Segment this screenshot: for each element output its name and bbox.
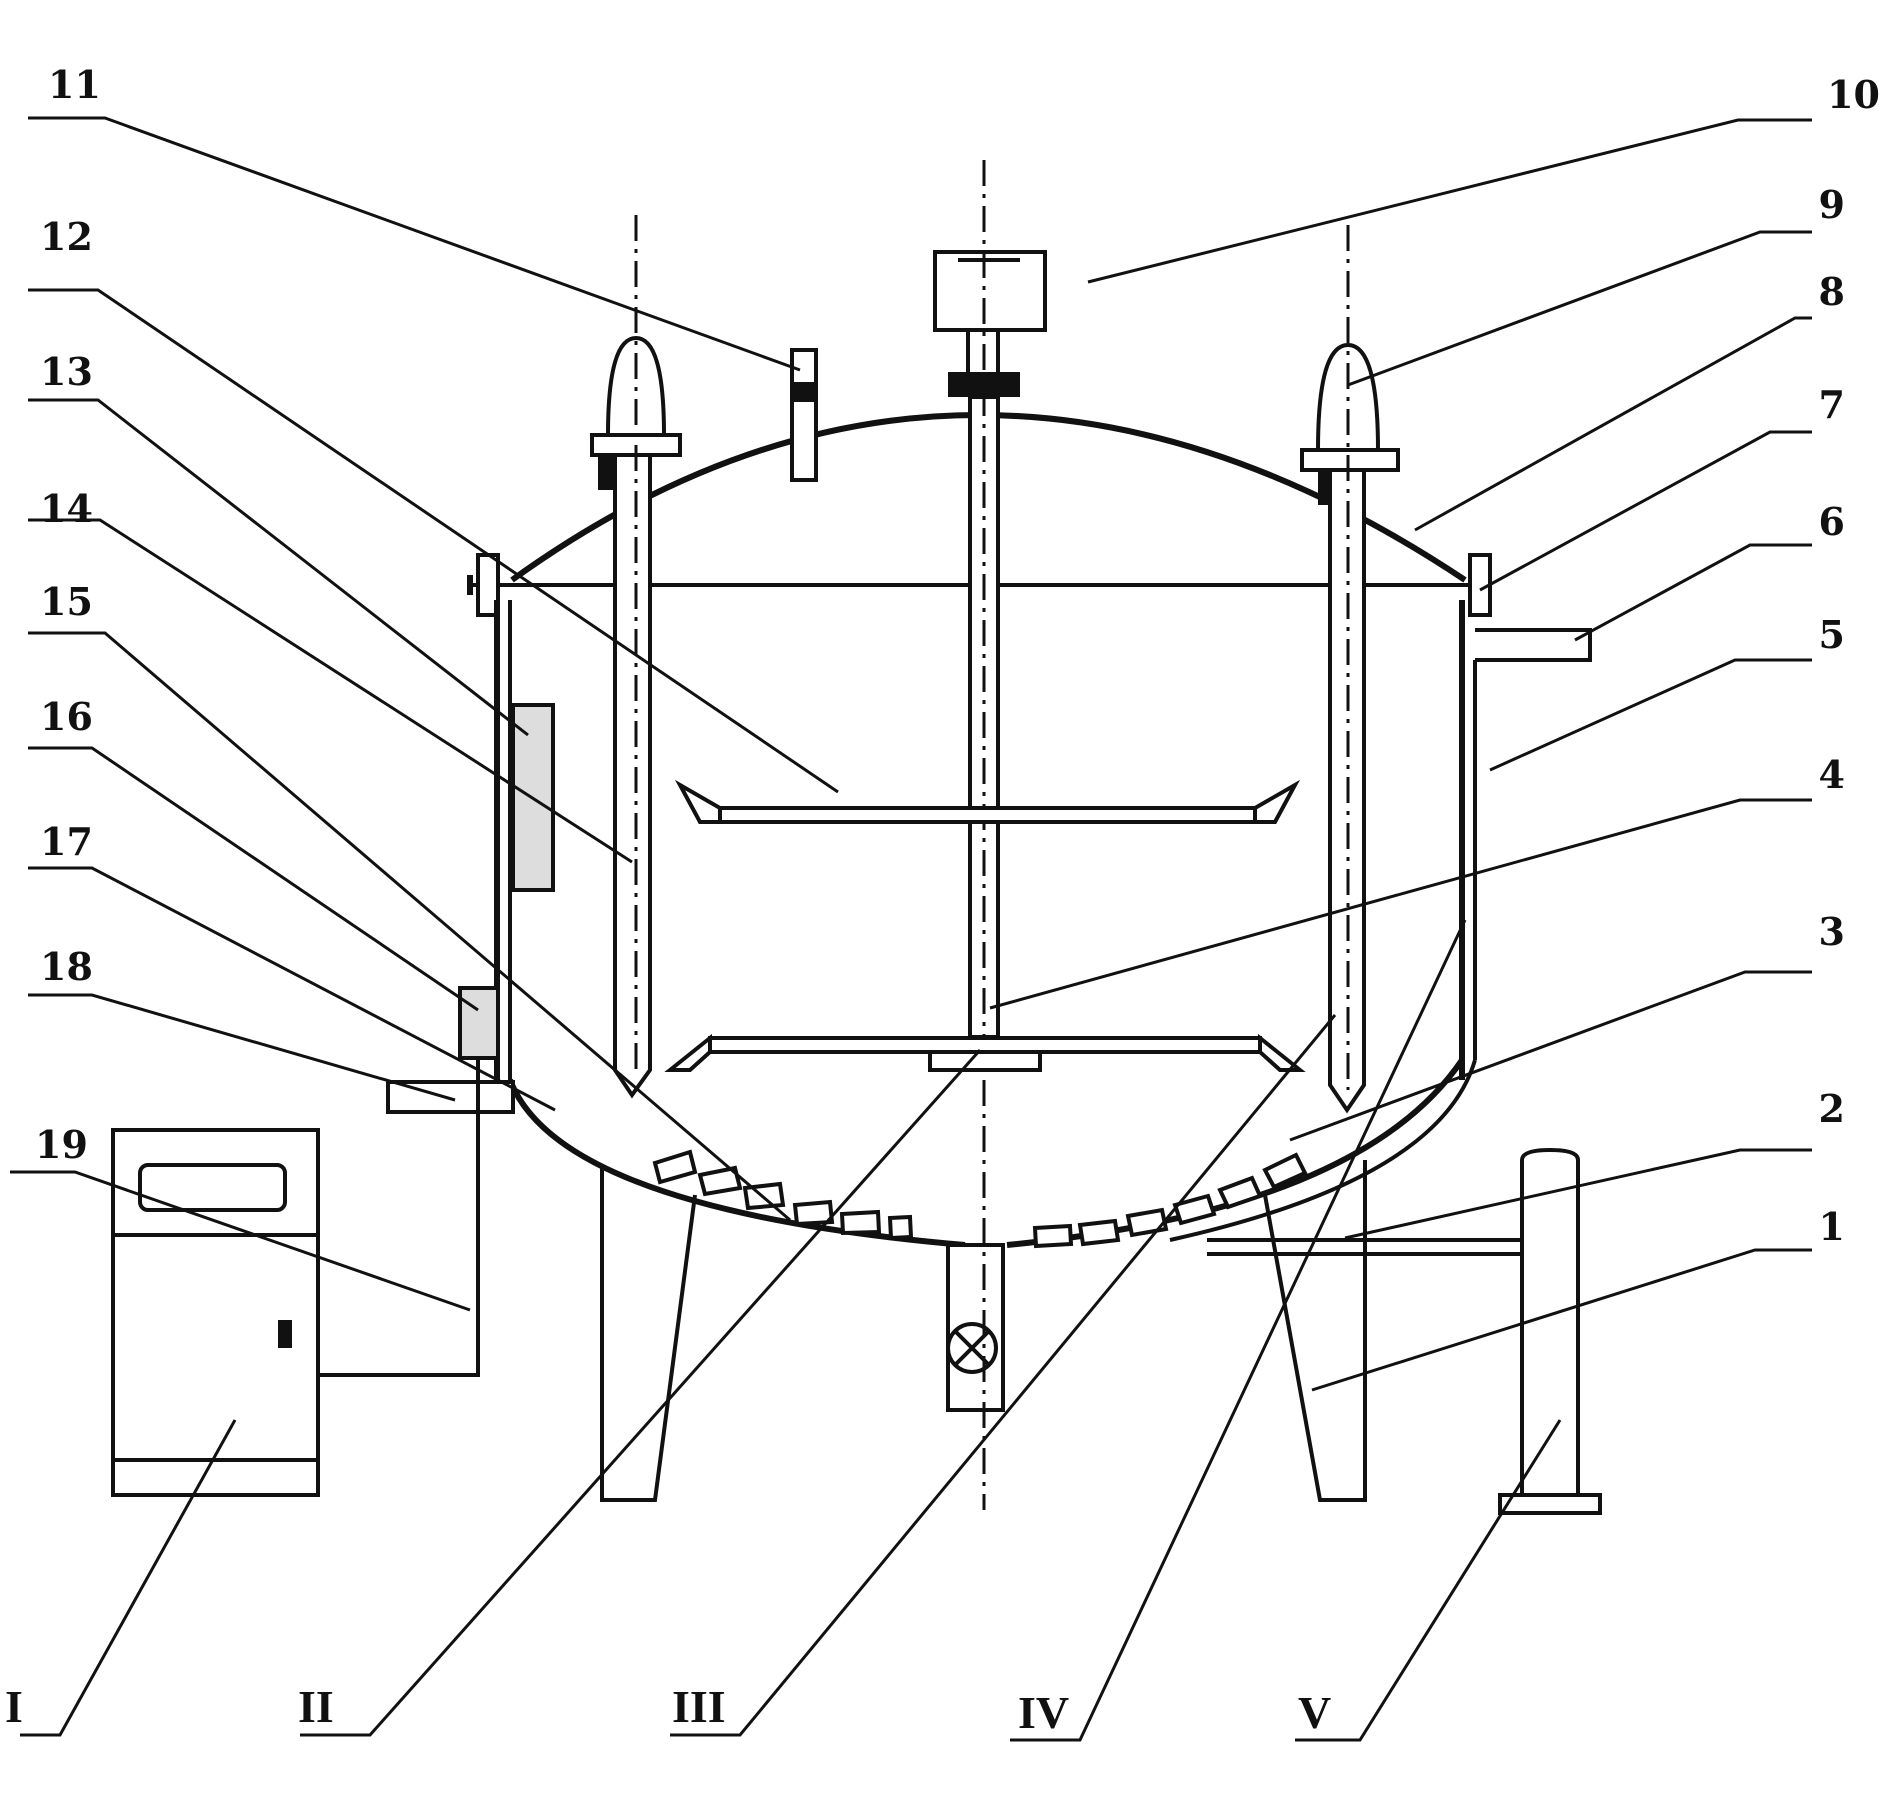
support-legs xyxy=(600,1160,1367,1502)
label-17: 17 xyxy=(40,819,93,864)
heater-rod-left xyxy=(590,215,682,1099)
heater-rod-right xyxy=(1300,225,1400,1114)
label-12: 12 xyxy=(40,214,93,259)
heating-coil xyxy=(652,1149,1308,1249)
label-4: 4 xyxy=(1819,752,1845,797)
roman-labels: I II III IV V xyxy=(5,1681,1331,1738)
label-V: V xyxy=(1298,1687,1331,1738)
sensor-platform xyxy=(320,986,515,1377)
label-6: 6 xyxy=(1819,499,1845,544)
control-cabinet xyxy=(111,1128,320,1497)
label-15: 15 xyxy=(40,579,93,624)
thermometer xyxy=(790,348,818,482)
leader-lines xyxy=(10,116,1812,1742)
label-10: 10 xyxy=(1827,72,1880,117)
label-11: 11 xyxy=(48,62,101,107)
label-II: II xyxy=(298,1681,334,1732)
label-3: 3 xyxy=(1819,909,1845,954)
label-13: 13 xyxy=(40,349,93,394)
label-8: 8 xyxy=(1819,269,1845,314)
agitator xyxy=(664,160,1306,1510)
label-IV: IV xyxy=(1018,1687,1069,1738)
label-16: 16 xyxy=(40,694,93,739)
label-I: I xyxy=(5,1681,23,1732)
label-2: 2 xyxy=(1819,1086,1845,1131)
label-5: 5 xyxy=(1819,612,1845,657)
condenser-column xyxy=(1207,1147,1602,1515)
label-9: 9 xyxy=(1819,182,1845,227)
side-nozzle xyxy=(1475,628,1592,662)
label-III: III xyxy=(672,1681,726,1732)
sight-glass xyxy=(511,703,555,892)
vessel-body xyxy=(467,412,1492,1412)
label-7: 7 xyxy=(1819,382,1845,427)
label-18: 18 xyxy=(40,944,93,989)
label-19: 19 xyxy=(35,1122,88,1167)
label-14: 14 xyxy=(40,486,93,531)
label-1: 1 xyxy=(1819,1204,1845,1249)
numbered-labels: 1 2 3 4 5 6 7 8 9 10 11 12 13 14 15 16 1… xyxy=(35,62,1880,1249)
